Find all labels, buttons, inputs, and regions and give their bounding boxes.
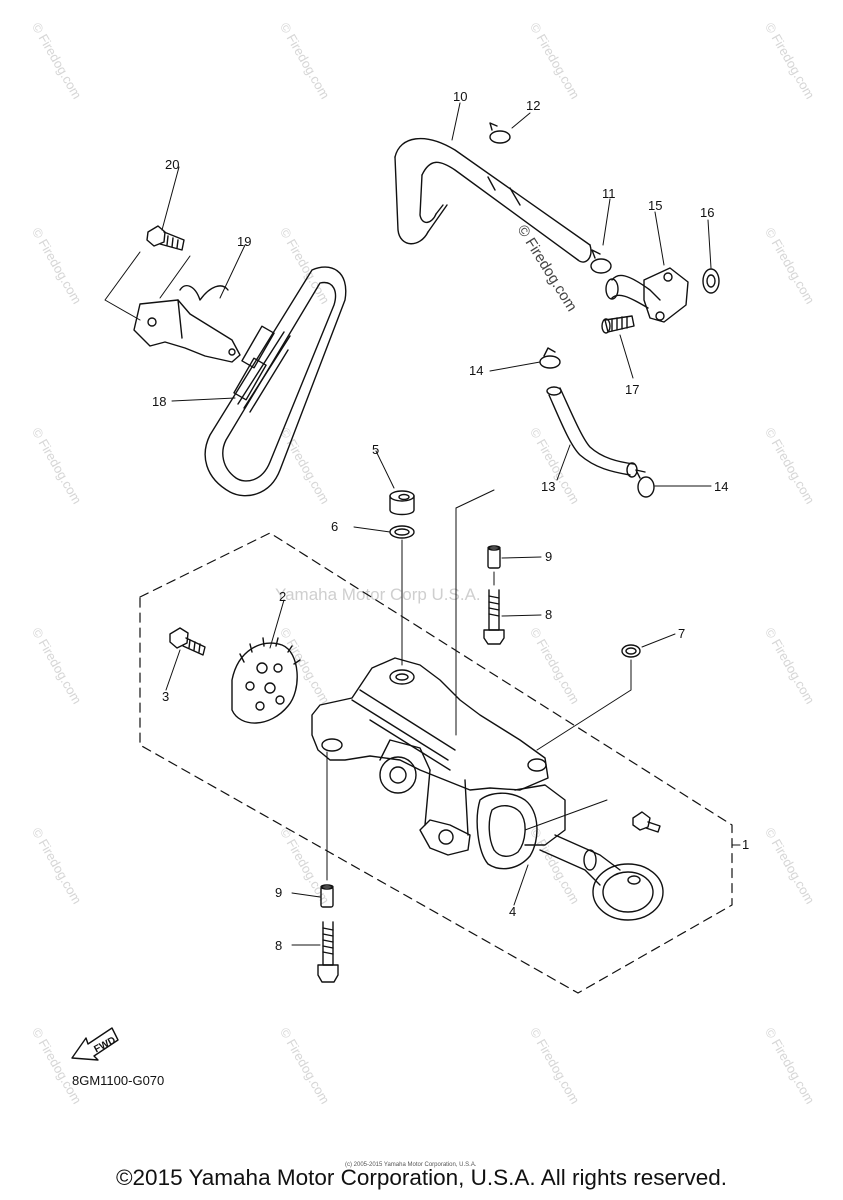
- callout-6: 6: [331, 519, 338, 534]
- callout-18: 18: [152, 394, 166, 409]
- reference-lines: [326, 489, 632, 881]
- diagram-code: 8GM1100-G070: [72, 1073, 165, 1088]
- callout-14-upper: 14: [469, 363, 483, 378]
- part-10-hose: [394, 137, 592, 263]
- part-2-sprocket: [231, 637, 301, 724]
- callout-3: 3: [162, 689, 169, 704]
- part-13-hose: [546, 386, 638, 478]
- part-11-clamp: [590, 249, 612, 274]
- part-5-collar: [389, 490, 415, 516]
- callout-2: 2: [279, 589, 286, 604]
- part-16-o-ring: [702, 268, 720, 294]
- assembly-boundary: [139, 532, 733, 994]
- part-18-drive-chain: [204, 266, 347, 497]
- callout-14-lower: 14: [714, 479, 728, 494]
- callout-labels: 1 2 3 4 5 6 7 8 8 9 9 10 12 11 15 16 17 …: [152, 89, 749, 953]
- part-6-o-ring: [389, 525, 415, 539]
- callout-17: 17: [625, 382, 639, 397]
- callout-12: 12: [526, 98, 540, 113]
- part-20-bolt: [146, 225, 185, 251]
- callout-8-upper: 8: [545, 607, 552, 622]
- callout-1: 1: [742, 837, 749, 852]
- part-9-dowel-upper: [487, 545, 501, 569]
- callout-7: 7: [678, 626, 685, 641]
- part-4-oil-strainer: [539, 834, 664, 921]
- part-19-chain-guide: [133, 285, 241, 363]
- callout-8-lower: 8: [275, 938, 282, 953]
- part-20-projection: [104, 251, 191, 321]
- callout-13: 13: [541, 479, 555, 494]
- part-14-clamp-lower: [635, 469, 655, 498]
- part-3-bolt: [169, 627, 206, 656]
- part-15-pipe-fitting: [605, 267, 689, 323]
- callout-10: 10: [453, 89, 467, 104]
- fwd-arrow-icon: FWD: [71, 1027, 119, 1061]
- pump-body: [311, 657, 566, 870]
- callout-9-lower: 9: [275, 885, 282, 900]
- part-9-dowel-lower: [320, 884, 334, 908]
- copyright-footer: ©2015 Yamaha Motor Corporation, U.S.A. A…: [115, 1165, 728, 1190]
- callout-16: 16: [700, 205, 714, 220]
- part-12-clamp: [489, 122, 511, 144]
- part-7-o-ring: [621, 644, 641, 658]
- callout-9-upper: 9: [545, 549, 552, 564]
- part-8-bolt-upper: [483, 589, 505, 645]
- callout-19: 19: [237, 234, 251, 249]
- part-14-clamp-upper: [539, 347, 561, 369]
- callout-5: 5: [372, 442, 379, 457]
- strainer-bolt: [632, 811, 661, 833]
- fine-print-copyright: (c) 2005-2015 Yamaha Motor Corporation, …: [345, 1162, 477, 1168]
- callout-20: 20: [165, 157, 179, 172]
- callout-15: 15: [648, 198, 662, 213]
- callout-11: 11: [602, 186, 616, 201]
- part-8-bolt-lower: [317, 921, 339, 983]
- leader-lines: [161, 102, 741, 946]
- watermark-center: Yamaha Motor Corp U.S.A.: [275, 585, 481, 604]
- callout-4: 4: [509, 904, 516, 919]
- part-17-bolt: [601, 315, 635, 334]
